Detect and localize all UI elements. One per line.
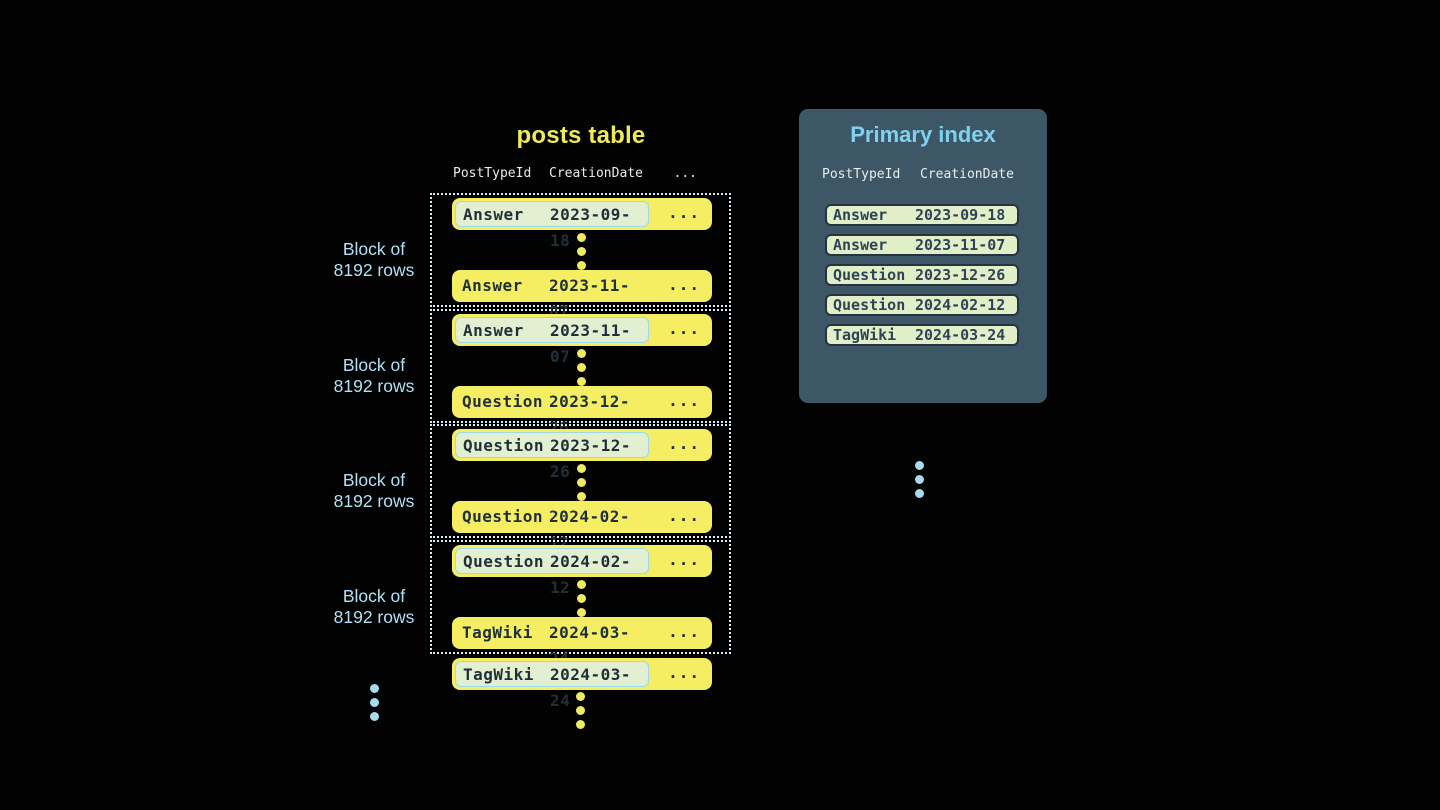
block-label: Block of 8192 rows: [319, 470, 429, 512]
block-ellipsis-dots: [577, 464, 586, 502]
row-entry: TagWiki 2024-03-24: [455, 620, 649, 668]
posts-table-title: posts table: [516, 122, 646, 149]
block-of-rows: Block of 8192 rows Answer 2023-11-07 ...…: [334, 308, 731, 437]
table-row: Question 2024-02-12 ...: [452, 501, 712, 552]
index-row: Question 2023-12-26: [825, 264, 1019, 286]
index-row: Answer 2023-09-18: [825, 204, 1019, 226]
block-label-line2: 8192 rows: [333, 375, 415, 396]
row-entry: Question 2023-12-26: [455, 432, 649, 481]
column-creationdate: CreationDate: [549, 166, 643, 181]
row-ellipsis: ...: [668, 621, 700, 641]
row-entry: TagWiki 2024-03-24: [455, 661, 649, 710]
posts-table-column-headers: PostTypeId CreationDate ...: [452, 166, 712, 184]
index-row: TagWiki 2024-03-24: [825, 324, 1019, 346]
row-entry: Answer 2023-11-07: [455, 316, 649, 366]
table-row: Answer 2023-11-07 ...: [452, 313, 712, 366]
row-ellipsis: ...: [668, 506, 700, 526]
row-date: 2023-09-18: [915, 206, 1006, 224]
trailing-row: TagWiki 2024-03-24 ...: [452, 658, 712, 710]
row-ellipsis: ...: [668, 549, 700, 569]
row-entry: Answer 2023-11-07: [455, 273, 649, 321]
index-row: Answer 2023-11-07: [825, 234, 1019, 256]
row-type: Question: [463, 551, 545, 571]
row-entry: Question 2024-02-12: [455, 547, 649, 597]
row-type: Question: [833, 296, 906, 314]
block-ellipsis-dots: [577, 579, 586, 617]
block-label: Block of 8192 rows: [319, 586, 429, 628]
index-row: Question 2024-02-12: [825, 294, 1019, 316]
row-date: 2023-12-26: [550, 436, 632, 482]
block-ellipsis-dots: [577, 348, 586, 386]
block-label-line2: 8192 rows: [333, 260, 415, 280]
block-label-line1: Block of: [342, 470, 406, 491]
row-type: TagWiki: [833, 326, 897, 344]
row-date: 2023-11-07: [550, 320, 632, 366]
row-type: TagWiki: [463, 665, 534, 684]
block-of-rows: Block of 8192 rows Question 2024-02-12 .…: [334, 539, 731, 668]
primary-index-panel: Primary index PostTypeId CreationDate An…: [799, 109, 1047, 498]
row-type: Answer: [463, 205, 524, 224]
table-row: Question 2023-12-26 ...: [452, 429, 712, 481]
row-type: Question: [462, 391, 544, 411]
row-date: 2023-11-07: [915, 236, 1006, 254]
table-continuation-dots: [576, 692, 585, 729]
row-type: Answer: [833, 236, 888, 254]
primary-index-title: Primary index: [850, 122, 996, 147]
block-label-line1: Block of: [342, 239, 406, 259]
row-date: 2024-03-24: [550, 665, 632, 710]
table-row: Answer 2023-09-18 ...: [452, 198, 712, 250]
table-row: Answer 2023-11-07 ...: [452, 270, 712, 321]
row-ellipsis: ...: [668, 434, 700, 454]
row-ellipsis: ...: [668, 203, 700, 222]
row-date: 2023-09-18: [550, 205, 632, 250]
block-of-rows: Block of 8192 rows Question 2023-12-26 .…: [334, 424, 731, 552]
row-type: TagWiki: [462, 622, 533, 642]
row-date: 2024-03-24: [915, 326, 1006, 344]
row-type: Answer: [463, 320, 524, 340]
column-posttypeid: PostTypeId: [822, 167, 901, 182]
row-entry: Question 2024-02-12: [455, 504, 649, 552]
row-date: 2023-12-26: [915, 266, 1006, 284]
row-type: Question: [833, 266, 906, 284]
row-type: Question: [463, 436, 545, 456]
row-ellipsis: ...: [668, 275, 700, 294]
blocks-continuation-dots: [370, 684, 379, 721]
index-continuation-dots: [915, 461, 924, 498]
block-label-line1: Block of: [342, 354, 406, 375]
index-rows: Answer 2023-09-18 Answer 2023-11-07 Ques…: [799, 109, 1047, 403]
row-ellipsis: ...: [668, 390, 700, 410]
column-creationdate: CreationDate: [920, 167, 1014, 182]
column-posttypeid: PostTypeId: [453, 166, 532, 181]
row-date: 2024-02-12: [550, 551, 632, 597]
block-of-rows: Block of 8192 rows Answer 2023-09-18 ...…: [334, 193, 731, 321]
block-label-line1: Block of: [342, 585, 406, 606]
block-label: Block of 8192 rows: [319, 239, 429, 281]
block-ellipsis-dots: [577, 233, 586, 270]
block-label-line2: 8192 rows: [333, 606, 415, 627]
table-row: TagWiki 2024-03-24 ...: [452, 616, 712, 668]
row-ellipsis: ...: [668, 663, 700, 682]
row-ellipsis: ...: [668, 318, 700, 338]
row-type: Answer: [833, 206, 888, 224]
table-row: Question 2023-12-26 ...: [452, 385, 712, 437]
row-type: Answer: [462, 276, 523, 295]
row-type: Question: [462, 507, 544, 527]
row-date: 2024-02-12: [915, 296, 1006, 314]
column-ellipsis: ...: [673, 166, 697, 181]
table-row: Question 2024-02-12 ...: [452, 544, 712, 597]
row-entry: Question 2023-12-26: [455, 389, 649, 437]
row-entry: Answer 2023-09-18: [455, 201, 649, 250]
block-label-line2: 8192 rows: [333, 491, 415, 512]
block-label: Block of 8192 rows: [319, 355, 429, 397]
primary-index-column-headers: PostTypeId CreationDate: [799, 167, 1047, 185]
